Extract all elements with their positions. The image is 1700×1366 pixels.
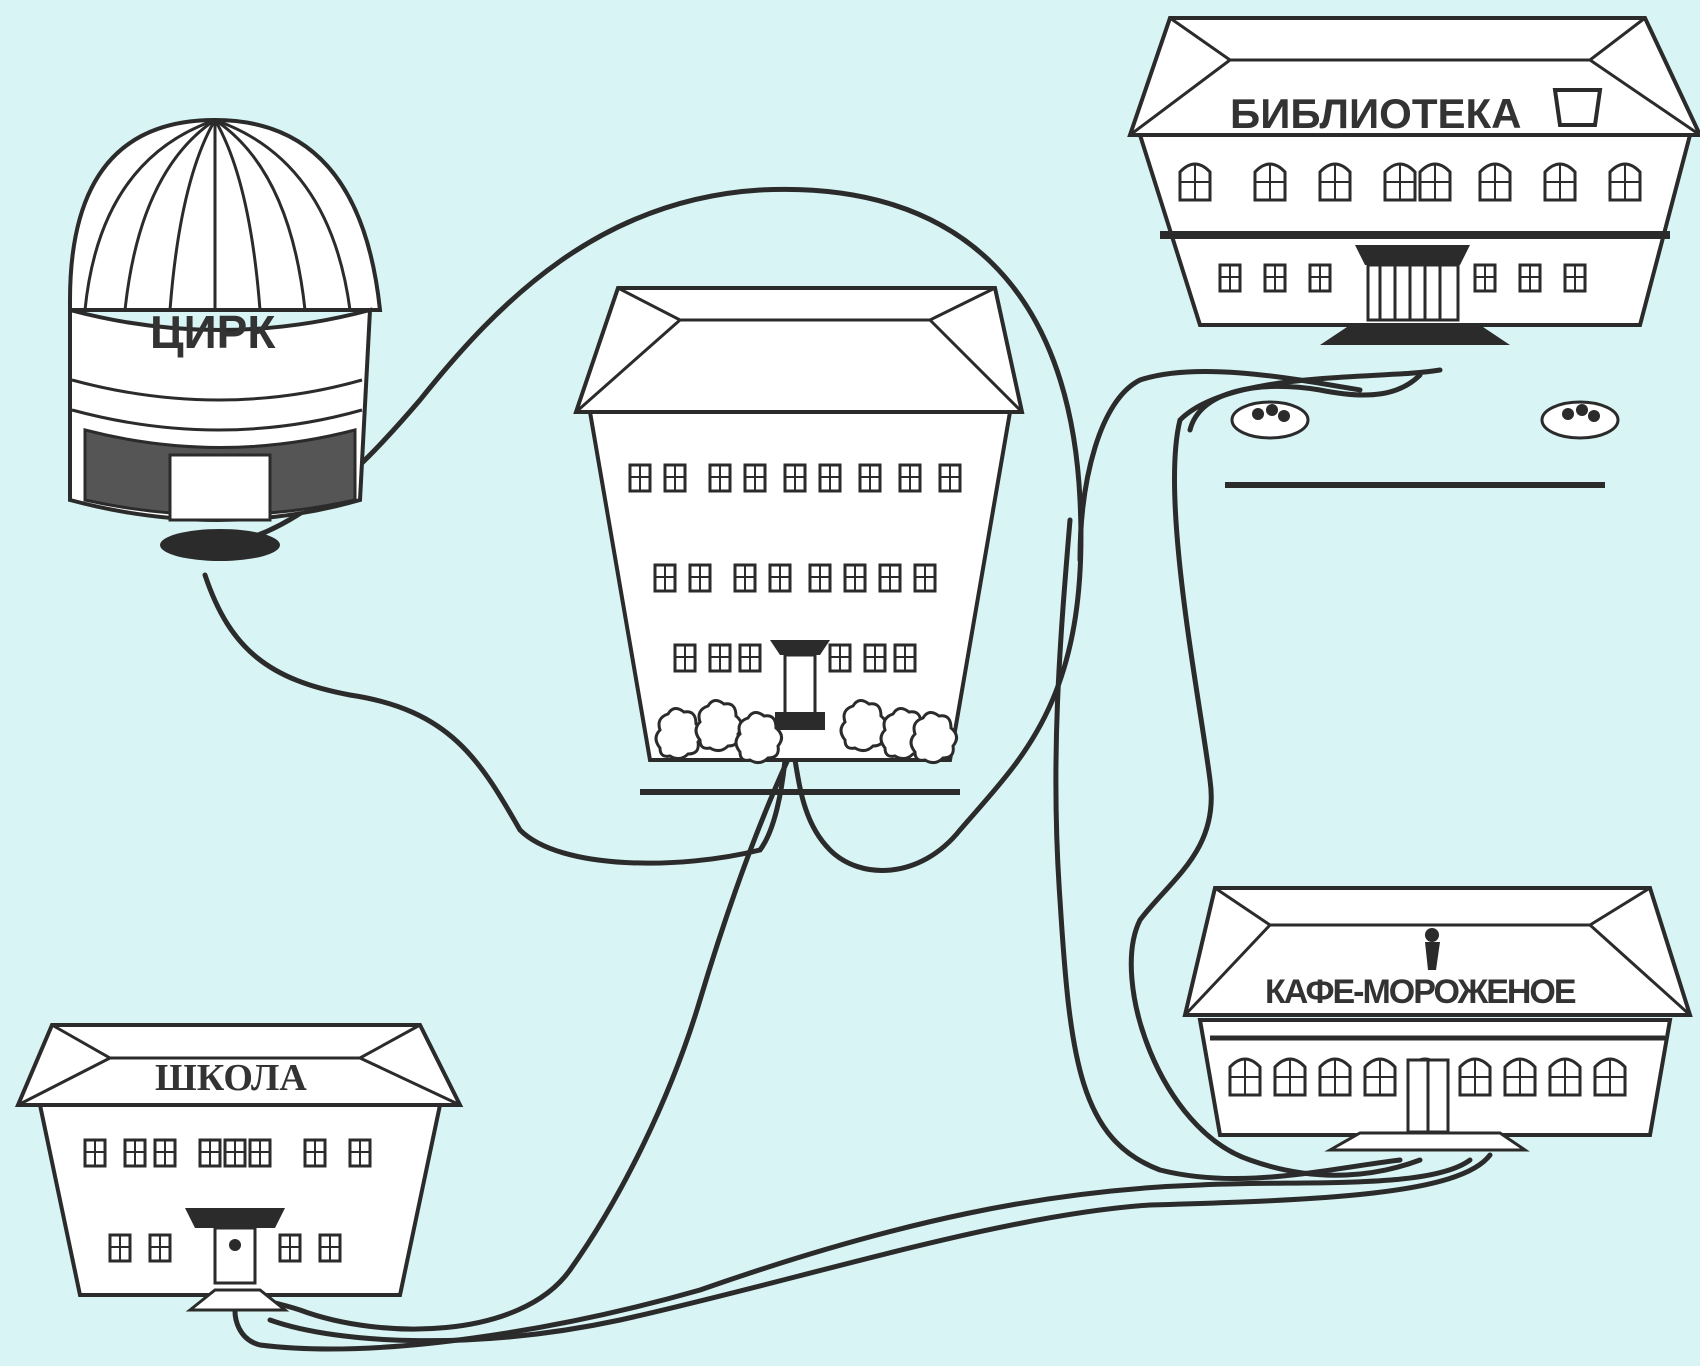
- school-building: ШКОЛА: [18, 1025, 460, 1310]
- library-label: БИБЛИОТЕКА: [1230, 90, 1521, 137]
- circus-building: ЦИРК: [70, 120, 380, 561]
- circus-label: ЦИРК: [150, 306, 276, 358]
- school-label: ШКОЛА: [155, 1057, 307, 1099]
- path-center-library: [1080, 371, 1360, 560]
- cafe-building: КАФЕ-МОРОЖЕНОЕ: [1185, 888, 1690, 1150]
- library-building: БИБЛИОТЕКА: [1130, 18, 1700, 485]
- cafe-label: КАФЕ-МОРОЖЕНОЕ: [1265, 973, 1576, 1011]
- center-building: [576, 288, 1022, 792]
